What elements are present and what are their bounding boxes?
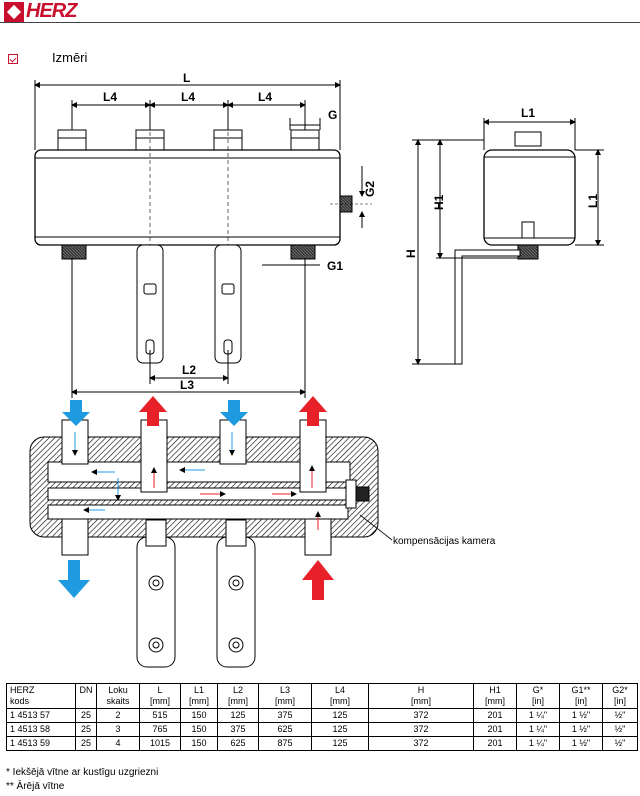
col-h1: H1[mm] (473, 683, 517, 709)
dim-side-L1-vert: L1 (586, 194, 600, 208)
col-g2: G2*[in] (602, 683, 638, 709)
dim-L4-1: L4 (103, 90, 117, 104)
herz-logo-mark (4, 2, 24, 22)
header-divider (0, 22, 640, 23)
col-g1: G1**[in] (559, 683, 603, 709)
dim-H1: H1 (432, 194, 446, 210)
herz-logo: HERZ (4, 0, 100, 22)
dim-L: L (183, 71, 190, 85)
col-l1: L1[mm] (180, 683, 218, 709)
footnote-2: ** Ārējā vītne (6, 781, 65, 792)
dim-L3: L3 (180, 378, 194, 392)
dim-side-L1: L1 (521, 106, 535, 120)
hot-in-arrow (302, 560, 334, 600)
checkbox-icon[interactable] (8, 54, 18, 64)
footnote-1: * Iekšējā vītne ar kustīgu uzgriezni (6, 767, 159, 778)
dimension-drawing: L L4 L4 L4 G G2 G1 L2 L3 L1 H1 H L1 (29, 71, 604, 668)
flow-arrows (58, 396, 334, 600)
col-l: L[mm] (139, 683, 181, 709)
dim-L4-2: L4 (181, 90, 195, 104)
col-l2: L2[mm] (217, 683, 259, 709)
front-view (34, 80, 372, 398)
section-title: Izmēri (52, 50, 88, 65)
dim-L4-3: L4 (258, 90, 272, 104)
cold-in-arrow-1 (62, 400, 90, 426)
side-view (412, 118, 604, 365)
compensation-chamber-label: kompensācijas kamera (393, 536, 496, 547)
dim-G: G (328, 108, 337, 122)
col-h: H[mm] (368, 683, 474, 709)
col-l4: L4[mm] (311, 683, 369, 709)
col-g: G*[in] (516, 683, 560, 709)
dim-H: H (404, 249, 418, 258)
dim-G1: G1 (327, 259, 343, 273)
cross-section (29, 419, 393, 668)
hot-out-arrow-1 (139, 396, 167, 426)
cold-in-arrow-2 (220, 400, 248, 426)
brand-name: HERZ (26, 0, 77, 22)
dim-L2: L2 (182, 363, 196, 377)
hot-out-arrow-2 (299, 396, 327, 426)
dim-G2: G2 (363, 181, 377, 197)
col-dn: DN (75, 683, 97, 709)
col-l3: L3[mm] (258, 683, 312, 709)
cold-out-arrow (58, 560, 90, 598)
